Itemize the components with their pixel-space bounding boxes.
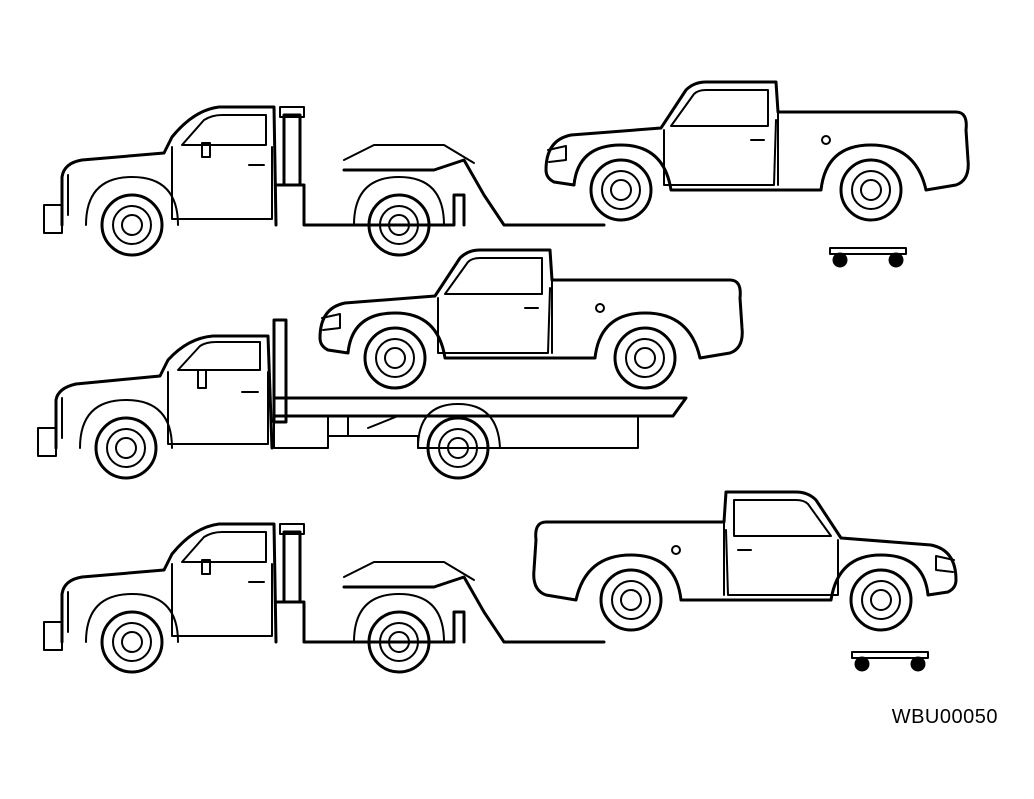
tow-truck-top [44, 107, 604, 255]
towed-pickup-bottom [534, 492, 956, 630]
dolly-bottom [850, 650, 930, 672]
dolly-top [828, 246, 908, 268]
scene-top-wheel-lift [44, 82, 968, 268]
scene-middle-flatbed [38, 250, 742, 478]
tow-truck-bottom [44, 524, 604, 672]
figure-id-label: WBU00050 [891, 706, 998, 728]
towed-pickup-top [546, 82, 968, 220]
carried-pickup [320, 250, 742, 388]
scene-bottom-wheel-lift [44, 492, 956, 672]
flatbed-truck [38, 320, 686, 478]
